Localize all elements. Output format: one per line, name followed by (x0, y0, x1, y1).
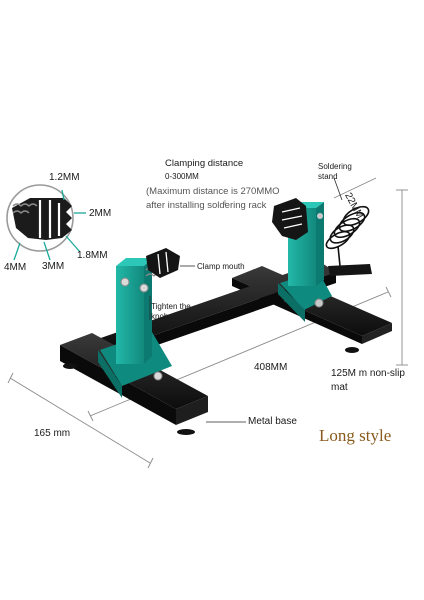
gap-4mm-label: 4MM (4, 262, 27, 273)
metal-base-label: Metal base (248, 416, 297, 427)
gap-1-2mm-label: 1.2MM (49, 172, 80, 183)
tighten-knob-label-line1: Tighten the (151, 302, 191, 311)
soldering-stand-label-line2: stand (318, 172, 338, 181)
width-dimension-label: 165 mm (34, 428, 71, 439)
clamping-distance-range: 0-300MM (165, 172, 199, 181)
tighten-knob-label-line2: knob (151, 312, 169, 321)
non-slip-mat-label-line2: mat (331, 382, 348, 393)
width-dimension-line (9, 377, 151, 464)
max-distance-note-line1: (Maximum distance is 270MMO (146, 186, 280, 197)
soldering-stand-label-line1: Soldering (318, 162, 352, 171)
gap-1-8mm-label: 1.8MM (77, 250, 108, 261)
gap-3mm-label: 3MM (42, 261, 65, 272)
front-clamp-arm (98, 248, 180, 398)
spring-dimension-line (333, 177, 377, 199)
non-slip-mat-label-line1: 125M m non-slip (331, 368, 405, 379)
clamping-distance-title: Clamping distance (165, 158, 244, 169)
length-dimension-label: 408MM (254, 362, 288, 373)
gap-2mm-label: 2MM (89, 208, 112, 219)
jaw-detail-inset (6, 184, 86, 261)
style-caption: Long style (319, 426, 392, 445)
clamp-mouth-label: Clamp mouth (197, 262, 245, 271)
rear-clamp-arm (272, 198, 372, 322)
label-pointers (149, 177, 343, 423)
max-distance-note-line2: after installing soldering rack (146, 200, 267, 211)
